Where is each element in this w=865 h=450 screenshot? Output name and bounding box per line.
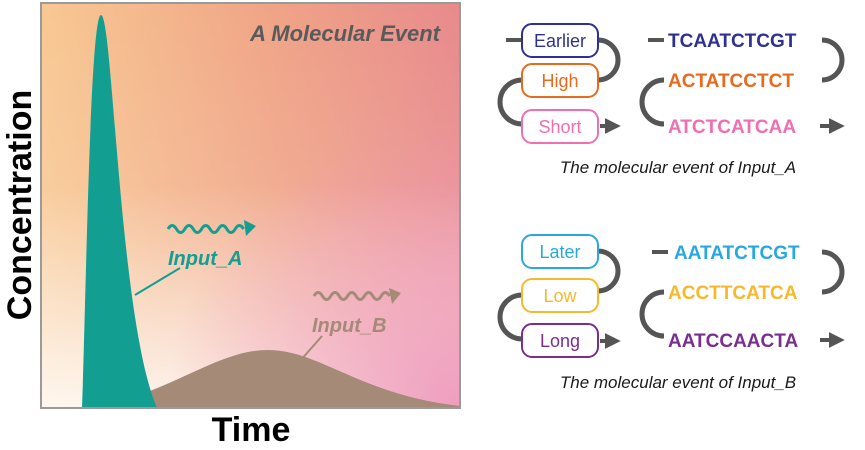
plot-title: A Molecular Event bbox=[249, 21, 442, 46]
event-b-seq-3: AATCCAACTA bbox=[668, 331, 798, 352]
event-b-pill-connector-1 bbox=[597, 248, 621, 294]
event-a-panel: Earlier High Short TCAATCTCGT ACTATCCTCT… bbox=[497, 23, 845, 177]
event-a-seq-3: ATCTCATCAA bbox=[668, 117, 796, 138]
y-axis-label: Concentration bbox=[1, 90, 39, 320]
event-a-pill-short-label: Short bbox=[538, 117, 581, 137]
input-b-curve bbox=[88, 350, 460, 408]
event-b-pill-later-label: Later bbox=[539, 242, 580, 262]
event-b-seq-connector-2 bbox=[639, 289, 665, 339]
event-b-panel: Later Low Long AATATCTCGT ACCTTCATCA AAT… bbox=[497, 234, 845, 392]
event-a-pill-high bbox=[521, 63, 599, 98]
event-a-pill-high-label: High bbox=[541, 71, 578, 91]
event-b-pill-low bbox=[521, 278, 599, 313]
event-b-seq-1: AATATCTCGT bbox=[674, 243, 800, 264]
event-b-pill-later bbox=[521, 234, 599, 269]
input-a-wave-icon bbox=[166, 224, 245, 234]
event-b-pill-connector-2 bbox=[497, 292, 523, 342]
x-axis-label: Time bbox=[212, 411, 291, 449]
event-b-pill-long bbox=[521, 323, 599, 358]
event-a-pill-connector-2 bbox=[497, 77, 523, 127]
plot-frame bbox=[40, 2, 461, 409]
event-a-caption: The molecular event of Input_A bbox=[560, 158, 796, 177]
event-b-pill-low-label: Low bbox=[543, 286, 577, 306]
event-a-pill-earlier bbox=[521, 23, 599, 58]
event-a-seq-1: TCAATCTCGT bbox=[668, 31, 797, 52]
input-a-annotation: Input_A bbox=[134, 220, 256, 296]
event-a-pill-short bbox=[521, 109, 599, 144]
input-b-leader-line bbox=[299, 335, 323, 362]
event-b-caption: The molecular event of Input_B bbox=[560, 373, 796, 392]
input-b-wave-arrowhead-icon bbox=[389, 288, 401, 304]
input-a-curve bbox=[82, 15, 157, 408]
input-b-wave-icon bbox=[312, 291, 391, 301]
event-b-seq-connector-1 bbox=[821, 249, 845, 295]
event-b-pill-long-label: Long bbox=[540, 331, 580, 351]
event-a-pill-connector-1 bbox=[597, 37, 621, 83]
event-a-pill-earlier-label: Earlier bbox=[534, 31, 586, 51]
input-a-leader-line bbox=[134, 267, 181, 296]
concentration-plot: A Molecular Event Time Concentration Inp… bbox=[1, 2, 461, 449]
event-a-seq-connector-2 bbox=[639, 77, 665, 127]
input-b-annotation: Input_B bbox=[299, 288, 401, 362]
input-a-label: Input_A bbox=[168, 248, 242, 270]
input-a-wave-arrowhead-icon bbox=[244, 220, 256, 236]
event-a-seq-2: ACTATCCTCT bbox=[668, 71, 794, 92]
event-a-seq-connector-1 bbox=[821, 37, 845, 83]
input-b-label: Input_B bbox=[312, 315, 386, 337]
event-b-seq-2: ACCTTCATCA bbox=[668, 283, 798, 304]
